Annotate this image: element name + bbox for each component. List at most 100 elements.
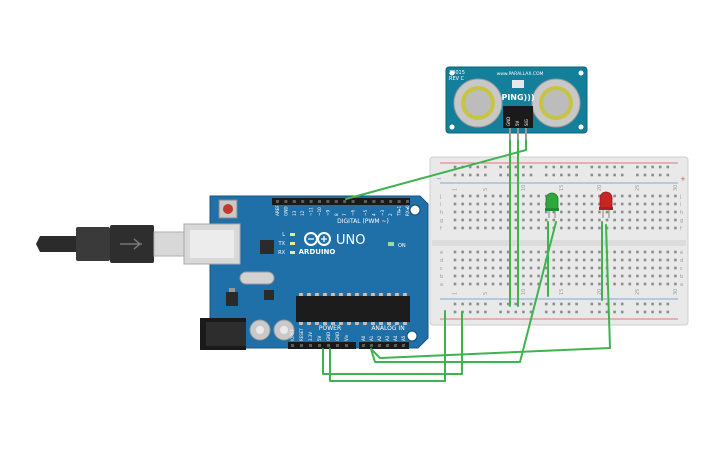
breadboard-hole[interactable] — [476, 258, 480, 262]
breadboard-hole[interactable] — [575, 250, 578, 254]
breadboard-hole[interactable] — [613, 226, 616, 230]
rail-hole[interactable] — [476, 165, 480, 169]
breadboard-hole[interactable] — [628, 218, 632, 222]
breadboard-hole[interactable] — [537, 282, 540, 286]
rail-hole[interactable] — [636, 310, 639, 314]
breadboard-hole[interactable] — [590, 194, 594, 198]
breadboard-hole[interactable] — [620, 282, 624, 286]
breadboard-hole[interactable] — [461, 282, 464, 286]
rail-hole[interactable] — [506, 302, 510, 306]
header-hole[interactable] — [301, 200, 305, 203]
header-hole[interactable] — [372, 200, 376, 203]
breadboard-hole[interactable] — [636, 250, 639, 254]
breadboard-hole[interactable] — [468, 274, 472, 278]
rail-hole[interactable] — [468, 302, 472, 306]
breadboard-hole[interactable] — [476, 282, 480, 286]
breadboard-hole[interactable] — [506, 202, 510, 206]
breadboard-hole[interactable] — [613, 258, 616, 262]
header-hole[interactable] — [378, 344, 381, 347]
breadboard-hole[interactable] — [484, 282, 487, 286]
rail-hole[interactable] — [544, 310, 548, 314]
rail-hole[interactable] — [468, 165, 472, 169]
breadboard-hole[interactable] — [514, 266, 518, 270]
rail-hole[interactable] — [643, 173, 647, 177]
breadboard-hole[interactable] — [476, 202, 480, 206]
rail-hole[interactable] — [453, 302, 457, 306]
rail-hole[interactable] — [666, 302, 670, 306]
breadboard-hole[interactable] — [453, 250, 457, 254]
breadboard-hole[interactable] — [674, 202, 677, 206]
breadboard-hole[interactable] — [567, 210, 571, 214]
rail-hole[interactable] — [506, 173, 510, 177]
breadboard-hole[interactable] — [567, 266, 571, 270]
rail-hole[interactable] — [620, 173, 624, 177]
rail-hole[interactable] — [636, 165, 639, 169]
rail-hole[interactable] — [575, 165, 578, 169]
breadboard-hole[interactable] — [461, 258, 464, 262]
breadboard-hole[interactable] — [491, 210, 495, 214]
breadboard-hole[interactable] — [522, 202, 525, 206]
breadboard-hole[interactable] — [560, 210, 563, 214]
breadboard-hole[interactable] — [552, 266, 556, 270]
breadboard-hole[interactable] — [506, 210, 510, 214]
breadboard-holes[interactable] — [453, 165, 677, 314]
breadboard-hole[interactable] — [476, 210, 480, 214]
breadboard-hole[interactable] — [582, 274, 586, 278]
breadboard-hole[interactable] — [567, 202, 571, 206]
breadboard-hole[interactable] — [643, 250, 647, 254]
rail-hole[interactable] — [598, 302, 601, 306]
breadboard-hole[interactable] — [461, 226, 464, 230]
breadboard-hole[interactable] — [468, 266, 472, 270]
breadboard-hole[interactable] — [537, 194, 540, 198]
breadboard-hole[interactable] — [666, 274, 670, 278]
breadboard-hole[interactable] — [590, 210, 594, 214]
breadboard-hole[interactable] — [620, 258, 624, 262]
breadboard-hole[interactable] — [499, 218, 502, 222]
breadboard-hole[interactable] — [560, 258, 563, 262]
breadboard-hole[interactable] — [590, 266, 594, 270]
rail-hole[interactable] — [575, 310, 578, 314]
breadboard-hole[interactable] — [636, 202, 639, 206]
wires[interactable] — [322, 140, 611, 382]
breadboard-hole[interactable] — [537, 226, 540, 230]
rail-hole[interactable] — [651, 173, 654, 177]
breadboard-hole[interactable] — [552, 258, 556, 262]
rail-hole[interactable] — [484, 302, 487, 306]
breadboard-hole[interactable] — [529, 282, 533, 286]
breadboard-hole[interactable] — [674, 258, 677, 262]
breadboard-hole[interactable] — [636, 282, 639, 286]
breadboard-hole[interactable] — [643, 194, 647, 198]
breadboard-hole[interactable] — [598, 266, 601, 270]
rail-hole[interactable] — [658, 302, 662, 306]
rail-hole[interactable] — [605, 302, 609, 306]
breadboard-hole[interactable] — [567, 226, 571, 230]
breadboard-hole[interactable] — [651, 218, 654, 222]
breadboard-hole[interactable] — [598, 250, 601, 254]
rail-hole[interactable] — [461, 173, 464, 177]
breadboard-hole[interactable] — [491, 266, 495, 270]
breadboard-hole[interactable] — [522, 210, 525, 214]
header-hole[interactable] — [345, 344, 348, 347]
breadboard-hole[interactable] — [506, 226, 510, 230]
breadboard-hole[interactable] — [658, 194, 662, 198]
breadboard-hole[interactable] — [499, 210, 502, 214]
wire-green-led[interactable] — [370, 221, 557, 363]
breadboard-hole[interactable] — [544, 226, 548, 230]
breadboard-hole[interactable] — [522, 274, 525, 278]
breadboard-hole[interactable] — [491, 226, 495, 230]
breadboard-hole[interactable] — [575, 210, 578, 214]
breadboard-hole[interactable] — [613, 250, 616, 254]
breadboard-hole[interactable] — [514, 218, 518, 222]
rail-hole[interactable] — [499, 310, 502, 314]
breadboard-hole[interactable] — [514, 258, 518, 262]
breadboard-hole[interactable] — [499, 282, 502, 286]
red-led[interactable] — [599, 191, 613, 218]
breadboard-hole[interactable] — [552, 218, 556, 222]
breadboard-hole[interactable] — [491, 258, 495, 262]
breadboard-hole[interactable] — [598, 218, 601, 222]
breadboard-hole[interactable] — [590, 202, 594, 206]
header-hole[interactable] — [309, 344, 312, 347]
rail-hole[interactable] — [560, 173, 563, 177]
breadboard-hole[interactable] — [658, 274, 662, 278]
rail-hole[interactable] — [514, 165, 518, 169]
